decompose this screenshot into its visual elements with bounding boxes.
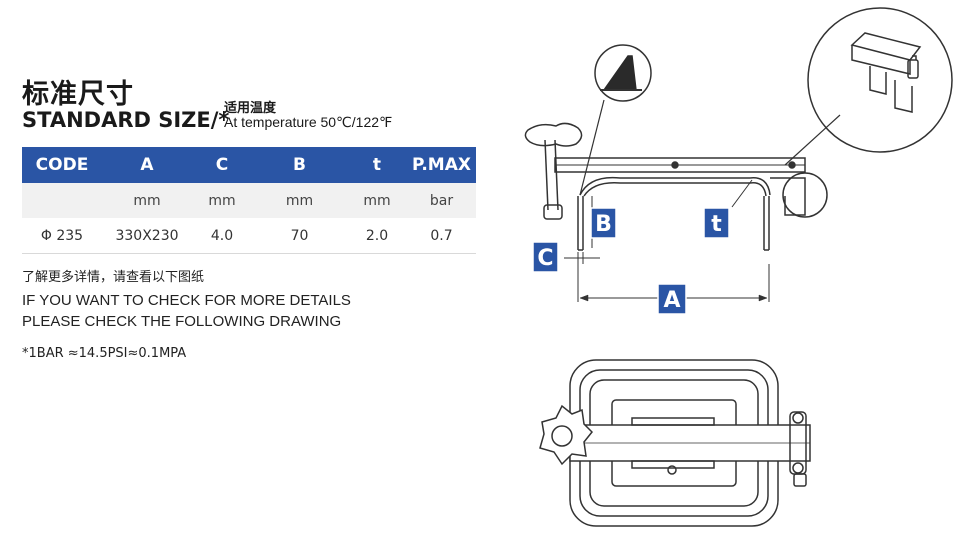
unit-cell bbox=[22, 183, 102, 218]
svg-text:C: C bbox=[537, 246, 553, 271]
temperature-label-cn: 适用温度 bbox=[224, 101, 277, 116]
unit-cell: mm bbox=[192, 183, 252, 218]
label-c: C bbox=[532, 241, 559, 273]
table-header-row: CODE A C B t P.MAX bbox=[22, 147, 476, 183]
unit-cell: mm bbox=[102, 183, 192, 218]
gasket-detail bbox=[579, 44, 652, 196]
svg-text:t: t bbox=[711, 212, 722, 237]
units-row: mm mm mm mm bar bbox=[22, 183, 476, 218]
cell-b: 70 bbox=[252, 218, 347, 254]
cell-code: Φ 235 bbox=[22, 218, 102, 254]
unit-cell: bar bbox=[407, 183, 476, 218]
svg-text:B: B bbox=[595, 212, 612, 237]
cell-t: 2.0 bbox=[347, 218, 407, 254]
cell-pmax: 0.7 bbox=[407, 218, 476, 254]
label-b: B bbox=[590, 207, 617, 239]
svg-text:A: A bbox=[663, 288, 680, 313]
technical-drawing: B t C A bbox=[524, 7, 953, 527]
cell-a: 330X230 bbox=[102, 218, 192, 254]
header-a: A bbox=[102, 147, 192, 183]
table-row: Φ 235 330X230 4.0 70 2.0 0.7 bbox=[22, 218, 476, 254]
note-cn: 了解更多详情，请查看以下图纸 bbox=[22, 270, 205, 285]
unit-cell: mm bbox=[347, 183, 407, 218]
top-view bbox=[539, 359, 811, 527]
label-a: A bbox=[657, 283, 687, 315]
clamp-detail bbox=[784, 7, 953, 166]
side-view bbox=[524, 122, 828, 302]
header-b: B bbox=[252, 147, 347, 183]
spec-table: CODE A C B t P.MAX mm mm mm mm bar Φ 235… bbox=[22, 147, 476, 254]
page-title-cn: 标准尺寸 bbox=[22, 79, 134, 110]
header-pmax: P.MAX bbox=[407, 147, 476, 183]
note-en-line2: PLEASE CHECK THE FOLLOWING DRAWING bbox=[22, 313, 342, 330]
cell-c: 4.0 bbox=[192, 218, 252, 254]
label-t: t bbox=[703, 207, 730, 239]
temperature-label-en: At temperature 50℃/122℉ bbox=[224, 114, 393, 130]
page-title-en: STANDARD SIZE/* bbox=[22, 108, 230, 132]
note-en-line1: IF YOU WANT TO CHECK FOR MORE DETAILS bbox=[22, 292, 351, 309]
header-t: t bbox=[347, 147, 407, 183]
unit-cell: mm bbox=[252, 183, 347, 218]
header-code: CODE bbox=[22, 147, 102, 183]
header-c: C bbox=[192, 147, 252, 183]
pressure-note: *1BAR ≈14.5PSI≈0.1MPA bbox=[22, 346, 187, 361]
